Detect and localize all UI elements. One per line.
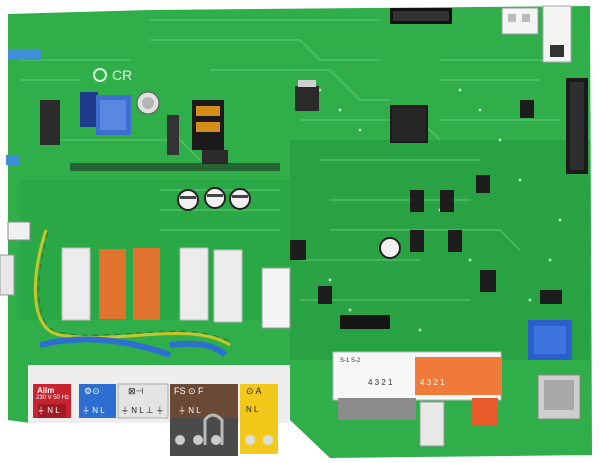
board-logo: CR: [93, 67, 132, 83]
orange-connector-pins: 4 3 2 1: [420, 378, 445, 387]
low-voltage-pins: 4 3 2 1: [368, 378, 393, 387]
connector-a: [240, 384, 278, 454]
connector-alim-spec: 230 V 50 Hz: [36, 395, 70, 401]
logo-text: CR: [112, 67, 132, 83]
connector-valve: [117, 383, 169, 419]
ground-wire: [33, 229, 231, 347]
connector-circulator-pins: ⏚ N L: [82, 406, 105, 415]
side-connector: [7, 221, 31, 241]
capacitor: [379, 237, 401, 259]
connector-circulator-title: ⚙⊙: [84, 386, 100, 396]
capacitor-row: [177, 187, 251, 211]
warning-sticker: [261, 267, 291, 329]
connector-alim-pins: ⏚ N L: [37, 406, 60, 415]
connector-alim: [33, 384, 71, 418]
connector-circulator: [79, 384, 116, 418]
chip: [340, 315, 390, 329]
connector-a-pins: N L: [246, 405, 259, 414]
relay-bank: [61, 247, 243, 323]
power-component: [40, 100, 60, 145]
connector-a-title: ⊙ A: [246, 386, 262, 396]
connector-valve-pins: ⏚ N L ⊥ ⏚: [121, 406, 164, 415]
orange-connector: [415, 357, 501, 395]
connector-fs-title: FS ⊙ F: [174, 386, 204, 396]
low-voltage-label: S-1 S-2: [340, 358, 361, 364]
connector-fs: [170, 384, 238, 456]
connector-fs-pins: ⏚ N L: [178, 406, 201, 415]
connector-alim-title: Alim: [37, 386, 55, 395]
connector-valve-title: ⊠⊣: [128, 386, 144, 396]
pcb-vias: [318, 88, 562, 332]
corner-clip: [8, 50, 42, 60]
white-connector: [501, 7, 539, 35]
